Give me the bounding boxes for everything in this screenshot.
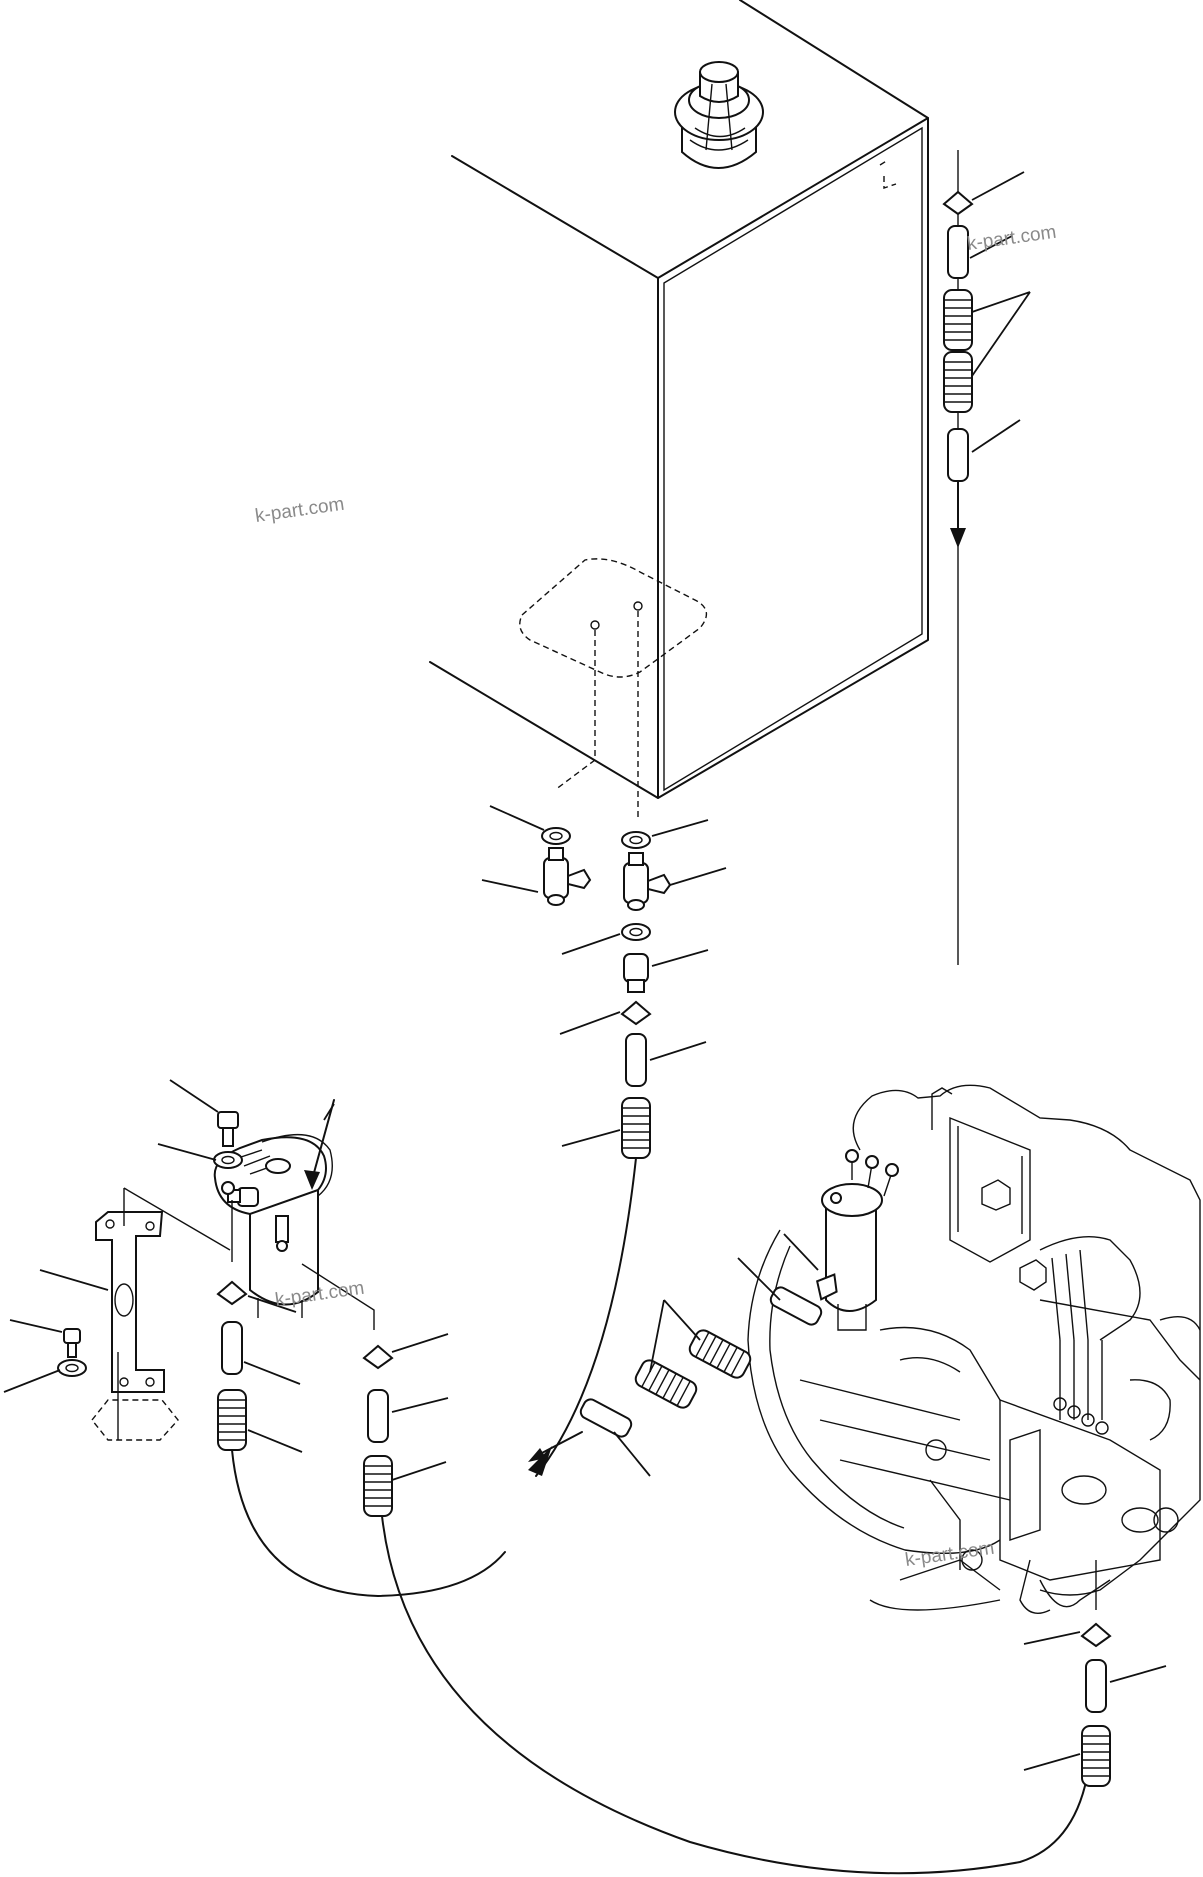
filter-bolt (217, 1111, 239, 1147)
return-clip (943, 191, 973, 215)
drain-valve-left-assembly (481, 805, 591, 906)
engine-feed-line (528, 1233, 845, 1477)
watermark: k-part.com (904, 1538, 996, 1571)
filter-outlet-line-right (301, 1263, 1093, 1875)
watermark: k-part.com (254, 494, 346, 527)
drain-valve-right-assembly (528, 819, 727, 1477)
filler-cap (674, 61, 764, 169)
return-clamp-upper (943, 289, 973, 351)
return-clamp-lower (943, 351, 973, 413)
engine-return-line (1023, 1560, 1167, 1787)
fuel-tank (429, 0, 929, 799)
return-flow-arrow (950, 528, 966, 548)
filter-outlet-line-left (217, 1200, 506, 1597)
return-line (943, 150, 1031, 965)
filter-bracket (3, 1187, 231, 1441)
return-hose-lower (947, 428, 969, 482)
drain-plate (519, 558, 708, 820)
engine (747, 1084, 1201, 1614)
fuel-filter (157, 1079, 335, 1318)
watermark: k-part.com (966, 222, 1058, 255)
